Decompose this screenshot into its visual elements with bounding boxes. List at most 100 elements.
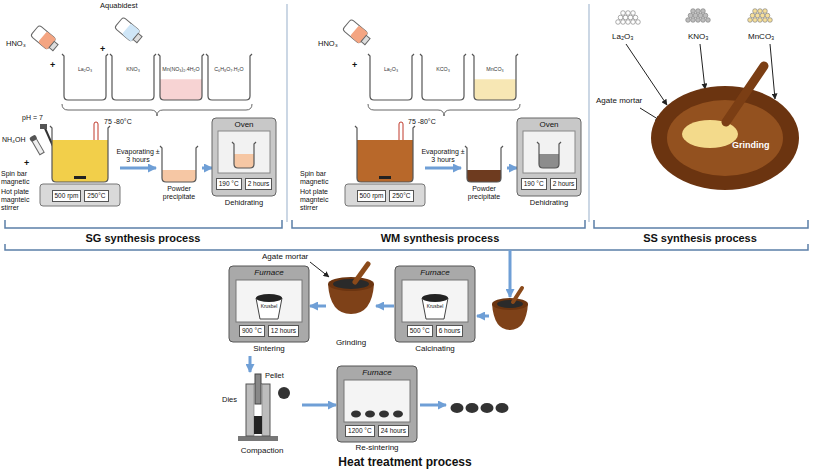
text-label: Agate mortar: [596, 96, 642, 105]
display-value: 2 hours: [550, 178, 578, 190]
section-title: WM synthesis process: [381, 232, 500, 245]
text-label: pH = 7: [22, 114, 43, 122]
node-shape: [110, 52, 156, 102]
beaker-caption: Powder precipitate: [461, 185, 507, 201]
node-shape: [62, 52, 108, 102]
chemical-beaker: La₂O₃: [368, 52, 414, 102]
flow-arrow: [302, 404, 336, 407]
flow-arrow: [507, 167, 517, 170]
water-bottle: [114, 17, 144, 45]
node-shape: [206, 52, 252, 102]
display-value: 900 °C: [239, 325, 265, 337]
text-label: HNO₃: [318, 40, 338, 49]
chemical-beaker: C₆H₈O₇.H₂O: [206, 52, 252, 102]
hot-plate-stirrer: 500 rpm250°C: [345, 126, 425, 208]
beaker-label: La₂O₃: [370, 66, 412, 72]
display-value: 250°C: [84, 190, 108, 202]
display-value: 190 °C: [521, 178, 547, 190]
oven-title: Oven: [517, 120, 581, 129]
text-label: Aquabidest: [100, 2, 138, 11]
furnace-title: Furnace: [336, 368, 418, 377]
text-label: +: [50, 60, 55, 70]
beaker-label: MnCO₃: [474, 66, 516, 72]
text-label: MnCO₃: [748, 32, 774, 41]
display-row: 500 rpm250°C: [345, 190, 425, 202]
section-title: Heat treatment process: [338, 456, 471, 470]
display-value: 12 hours: [268, 325, 299, 337]
display-value: 6 hours: [436, 325, 464, 337]
text-label: Hot plate magnteic stirrer: [1, 188, 39, 212]
oven-title: Oven: [212, 120, 276, 129]
precipitate-beaker: Powder precipitate: [156, 144, 202, 206]
text-label: 75 -80°C: [408, 118, 436, 126]
beaker-label: KNO₃: [112, 66, 154, 72]
text-label: 75 -80°C: [104, 118, 132, 126]
furnace-box: FurnaceKrusbel900 °C12 hoursSintering: [228, 266, 310, 356]
step-caption: Compaction: [216, 446, 308, 455]
section-title: SG synthesis process: [86, 232, 201, 245]
display-value: 1200 °C: [345, 425, 375, 437]
display-row: 900 °C12 hours: [228, 325, 310, 337]
flow-arrow: [249, 356, 252, 372]
acid-bottle: [30, 25, 60, 53]
chemical-beaker: KNO₃: [110, 52, 156, 102]
chemical-beaker: Mn(NO₃)₂.4H₂O: [158, 52, 204, 102]
display-value: 500 rpm: [357, 190, 387, 202]
node-shape: [228, 266, 310, 356]
agate-mortar: Grinding: [326, 272, 376, 356]
acid-bottle: [342, 19, 372, 47]
chemical-beaker: KCO₃: [420, 52, 466, 102]
edge-label: Evaporating ± 3 hours: [421, 148, 465, 164]
node-shape: [650, 80, 805, 195]
text-label: Agate mortar: [262, 252, 308, 261]
furnace-box: FurnaceKrusbel500 °C6 hoursCalcinating: [394, 266, 476, 356]
crucible-label: Krusbel: [422, 304, 448, 310]
display-value: 250°C: [389, 190, 413, 202]
node-shape: [472, 52, 518, 102]
step-caption: Grinding: [320, 338, 382, 347]
dropper: [29, 134, 45, 155]
beaker-caption: Powder precipitate: [156, 185, 202, 201]
step-caption: Dehidrating: [208, 199, 280, 208]
text-label: Hot plate magnteic stirrer: [300, 188, 340, 212]
step-caption: Re-sintering: [330, 443, 424, 452]
node-shape: [394, 266, 476, 356]
furnace-title: Furnace: [228, 268, 310, 277]
node-shape: [336, 366, 418, 454]
node-shape: [158, 52, 204, 102]
small-mortar: [492, 288, 528, 330]
flow-arrow: [310, 305, 326, 308]
brackets: [5, 220, 808, 250]
beaker-label: La₂O₃: [64, 66, 106, 72]
beaker-label: Mn(NO₃)₂.4H₂O: [160, 66, 202, 72]
text-label: NH₄OH: [2, 136, 25, 144]
part-label: Pellet: [265, 372, 284, 381]
step-caption: Grinding: [732, 140, 770, 150]
crucible-label: Krusbel: [256, 304, 282, 310]
flow-arrow: [202, 167, 212, 170]
panel-divider: [588, 4, 589, 222]
display-value: 2 hours: [245, 178, 273, 190]
node-shape: [368, 52, 414, 102]
beaker-label: KCO₃: [422, 66, 464, 72]
text-label: Spin bar magnetic: [300, 170, 340, 186]
compaction-die: DiesPelletCompaction: [222, 372, 302, 462]
group-brace: [368, 104, 520, 116]
beaker-label: C₆H₈O₇.H₂O: [208, 66, 250, 72]
drying-oven: Oven190 °C2 hoursDehidrating: [517, 118, 581, 214]
display-row: 190 °C2 hours: [212, 178, 276, 190]
text-label: +: [24, 158, 29, 168]
text-label: +: [100, 44, 105, 54]
step-caption: Sintering: [222, 344, 316, 353]
display-row: 500 °C6 hours: [394, 325, 476, 337]
furnace-box: Furnace1200 °C24 hoursRe-sintering: [336, 366, 418, 454]
display-value: 500 °C: [407, 325, 433, 337]
section-title: SS synthesis process: [643, 232, 757, 245]
pellets: [451, 403, 509, 413]
flow-arrow: [376, 305, 394, 308]
chemical-beaker: La₂O₃: [62, 52, 108, 102]
display-row: 190 °C2 hours: [517, 178, 581, 190]
hot-plate-stirrer: 500 rpm250°C: [40, 126, 120, 208]
drying-oven: Oven190 °C2 hoursDehidrating: [212, 118, 276, 214]
panel-divider: [286, 4, 287, 222]
